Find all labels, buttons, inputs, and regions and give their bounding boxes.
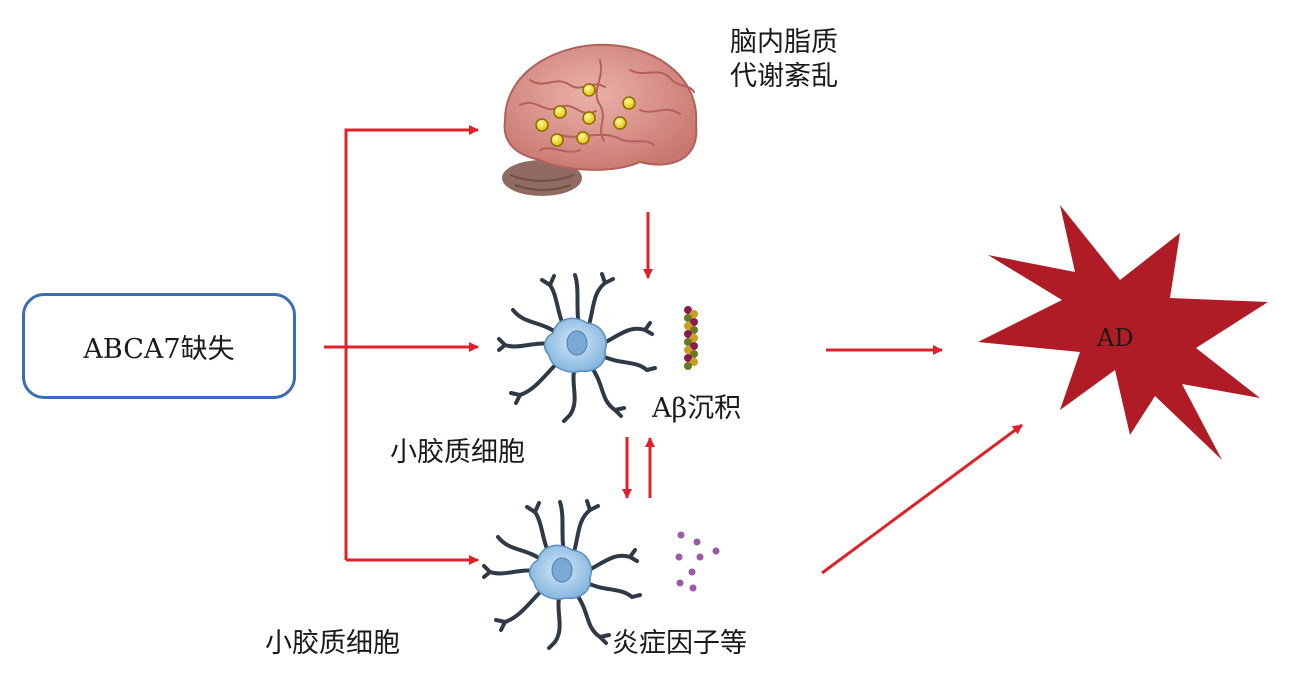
- amyloid-fibril: [684, 306, 698, 370]
- ad-starburst: [978, 205, 1268, 460]
- arrow-to-brain: [344, 125, 479, 560]
- brain-illustration: [502, 43, 698, 196]
- microglia-bottom-label: 小胶质细胞: [265, 628, 400, 659]
- microglia-middle-cell: [497, 272, 657, 423]
- source-connectors: [324, 125, 479, 565]
- abca7-box: ABCA7缺失: [22, 293, 296, 399]
- amyloid-label: Aβ沉积: [652, 393, 742, 424]
- brain-label-line1: 脑内脂质: [730, 27, 838, 58]
- microglia-bottom-cell: [482, 499, 642, 650]
- brain-label: 脑内脂质 代谢紊乱: [730, 26, 838, 94]
- arrow-inflammation-to-ad: [821, 423, 1023, 575]
- ad-label: AD: [1097, 324, 1134, 352]
- brain-label-line2: 代谢紊乱: [730, 60, 838, 92]
- inflammation-label: 炎症因子等: [612, 628, 747, 659]
- microglia-middle-label: 小胶质细胞: [390, 437, 525, 468]
- abca7-label: ABCA7缺失: [83, 333, 235, 365]
- cytokine-particles: [675, 531, 720, 592]
